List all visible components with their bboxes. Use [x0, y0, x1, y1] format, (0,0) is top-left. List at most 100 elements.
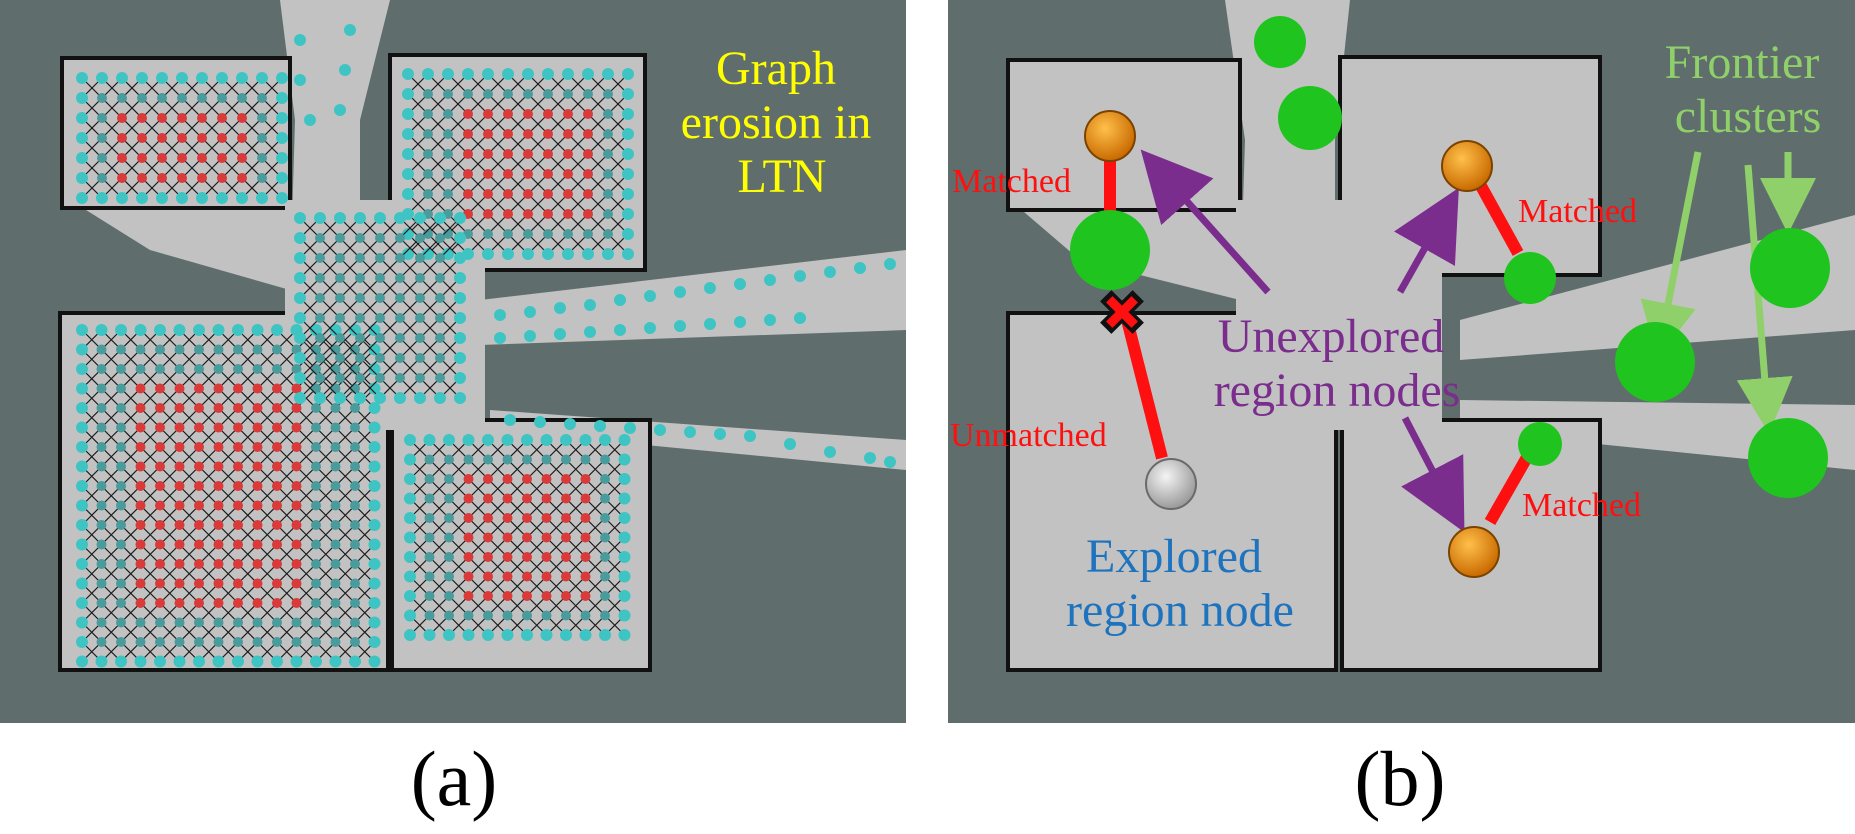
graph-node	[583, 89, 593, 99]
eroded-graph-node	[272, 383, 282, 394]
graph-node	[156, 192, 168, 204]
eroded-graph-node	[543, 189, 553, 199]
eroded-graph-node	[174, 403, 185, 413]
graph-node	[444, 552, 454, 562]
graph-node	[375, 273, 385, 283]
graph-node	[402, 128, 414, 140]
graph-node	[442, 248, 454, 260]
eroded-graph-node	[194, 500, 204, 511]
unmatched-label: Unmatched	[950, 417, 1107, 454]
graph-node	[355, 333, 365, 343]
graph-node	[482, 434, 494, 446]
graph-node	[136, 192, 148, 204]
graph-node	[444, 493, 454, 504]
graph-node	[76, 616, 88, 629]
graph-node	[294, 292, 306, 304]
graph-node	[482, 629, 494, 641]
graph-node	[354, 212, 366, 224]
graph-node	[315, 233, 325, 243]
eroded-graph-node	[561, 571, 571, 582]
graph-node	[96, 539, 107, 550]
eroded-graph-node	[561, 552, 571, 562]
graph-node	[414, 212, 426, 224]
eroded-graph-node	[157, 133, 167, 143]
graph-node	[454, 252, 466, 264]
eroded-graph-node	[155, 481, 165, 491]
graph-node	[454, 212, 466, 224]
graph-node	[344, 24, 356, 36]
graph-node	[501, 434, 514, 446]
eroded-graph-node	[483, 532, 493, 543]
graph-node	[193, 655, 205, 668]
graph-node	[116, 442, 126, 452]
graph-node	[404, 434, 416, 446]
eroded-graph-node	[483, 571, 493, 582]
graph-node	[599, 629, 611, 641]
graph-node	[444, 454, 454, 465]
graph-node	[76, 597, 88, 609]
eroded-graph-node	[291, 559, 302, 569]
graph-node	[76, 72, 88, 84]
graph-node	[76, 324, 88, 336]
graph-node	[330, 598, 341, 608]
graph-node	[521, 434, 533, 446]
graph-node	[554, 328, 566, 340]
graph-node	[355, 273, 365, 283]
eroded-graph-node	[213, 520, 224, 530]
graph-node	[135, 637, 146, 647]
unexplored-label: Unexplored region nodes	[1214, 310, 1461, 417]
graph-node	[704, 318, 716, 330]
eroded-graph-node	[155, 598, 165, 608]
graph-node	[424, 454, 435, 465]
graph-node	[350, 539, 360, 550]
graph-node	[315, 353, 325, 363]
eroded-graph-node	[463, 493, 474, 504]
graph-node	[156, 72, 168, 84]
graph-node	[76, 480, 88, 492]
eroded-graph-node	[502, 591, 513, 601]
explored-region-node	[1145, 458, 1197, 510]
graph-node	[600, 513, 610, 523]
graph-node	[443, 149, 453, 159]
graph-node	[116, 461, 126, 472]
eroded-graph-node	[580, 513, 591, 523]
graph-node	[622, 88, 634, 100]
eroded-graph-node	[291, 403, 302, 413]
graph-node	[232, 324, 244, 336]
eroded-graph-node	[503, 209, 513, 219]
eroded-graph-node	[522, 591, 532, 601]
graph-node	[522, 248, 534, 260]
erosion-annotation-line-2: erosion in	[681, 96, 872, 149]
eroded-graph-node	[272, 481, 282, 491]
graph-node	[196, 192, 208, 204]
graph-node	[462, 68, 474, 80]
eroded-graph-node	[155, 559, 165, 569]
unexplored-region-node	[1084, 110, 1136, 162]
eroded-graph-node	[194, 598, 204, 608]
graph-node	[304, 114, 316, 126]
eroded-graph-node	[174, 422, 185, 433]
eroded-graph-node	[272, 442, 282, 452]
explored-label: Explored region node	[1066, 530, 1294, 637]
graph-node	[454, 352, 466, 364]
graph-node	[116, 344, 126, 355]
eroded-graph-node	[233, 383, 243, 394]
graph-node	[618, 473, 631, 485]
graph-node	[76, 92, 88, 104]
eroded-graph-node	[463, 189, 473, 199]
graph-node	[542, 248, 554, 260]
eroded-graph-node	[483, 209, 493, 219]
eroded-graph-node	[213, 500, 224, 511]
graph-node	[96, 383, 107, 394]
graph-node	[115, 324, 127, 336]
graph-node	[311, 422, 321, 433]
graph-node	[443, 169, 453, 179]
graph-node	[404, 531, 416, 544]
frontier-arrow-1	[1640, 151, 1702, 359]
graph-node	[824, 446, 836, 458]
frontier-node	[1750, 228, 1830, 308]
graph-node	[311, 500, 321, 511]
unexplored-region-node	[1441, 140, 1493, 192]
graph-node	[330, 617, 341, 628]
graph-node	[884, 258, 896, 270]
